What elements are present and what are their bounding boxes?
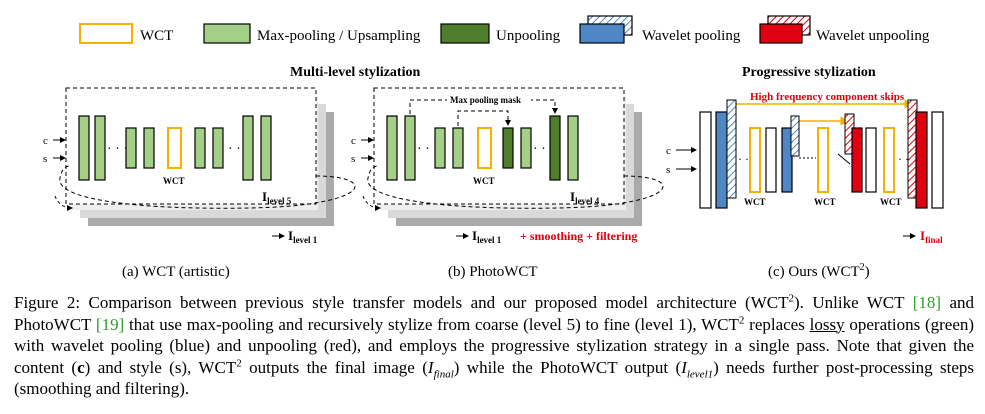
encoder-block xyxy=(125,127,137,169)
legend: WCT Max-pooling / Upsampling Unpooling W… xyxy=(79,15,930,44)
legend-wavelet-unpool-swatch xyxy=(759,23,803,44)
svg-text:Ifinal: Ifinal xyxy=(920,228,943,245)
svg-text:Ilevel 1: Ilevel 1 xyxy=(472,228,502,245)
input-s: s xyxy=(351,153,355,165)
svg-text:Ilevel 1: Ilevel 1 xyxy=(288,228,318,245)
progressive-title: Progressive stylization xyxy=(742,65,876,80)
input-c: c xyxy=(351,135,356,147)
encoder-block xyxy=(765,127,777,193)
panel-wct: c s · · · · · · WCT Ilevel 5 Ilevel 1 (a… xyxy=(43,87,356,280)
post-processing-label: + smoothing + filtering xyxy=(520,229,637,243)
citation-18[interactable]: [18] xyxy=(912,293,942,312)
pooling-mask-link xyxy=(457,110,511,126)
subcaption-b: (b) PhotoWCT xyxy=(448,264,538,280)
input-s: s xyxy=(666,164,670,176)
wct-label: WCT xyxy=(473,176,495,186)
legend-unpool-label: Unpooling xyxy=(496,28,561,44)
figure-caption: Figure 2: Comparison between previous st… xyxy=(14,292,975,398)
legend-wct-swatch xyxy=(79,23,133,44)
decoder-block xyxy=(931,111,944,209)
unpool-block xyxy=(549,115,561,181)
subcaption-a: (a) WCT (artistic) xyxy=(122,264,230,280)
input-c: c xyxy=(666,145,671,157)
panel-photowct: c s Max pooling mask · · · · · · WCT Ile… xyxy=(351,87,664,280)
legend-wct-label: WCT xyxy=(140,28,173,44)
wavelet-unpool-block xyxy=(851,127,863,193)
decoder-block xyxy=(260,115,272,181)
wct-label: WCT xyxy=(163,176,185,186)
unpool-block xyxy=(502,127,514,169)
hf-skip-label: High frequency component skips xyxy=(750,91,905,103)
decoder-block xyxy=(567,115,579,181)
recursion-arrow xyxy=(59,165,356,209)
legend-maxpool-label: Max-pooling / Upsampling xyxy=(257,28,421,44)
encoder-block xyxy=(699,111,712,209)
mask-label: Max pooling mask xyxy=(450,95,521,105)
encoder-block xyxy=(78,115,90,181)
encoder-block xyxy=(143,127,155,169)
legend-wavelet-unpool-label: Wavelet unpooling xyxy=(816,28,930,44)
subcaption-c: (c) Ours (WCT2) xyxy=(768,262,870,280)
wavelet-pool-hatch xyxy=(726,99,737,199)
wavelet-pool-hatch xyxy=(790,115,800,157)
input-s: s xyxy=(43,153,47,165)
stack-frame xyxy=(65,87,317,205)
recursion-arrow xyxy=(367,165,664,209)
svg-text:· · ·: · · · xyxy=(417,142,438,157)
encoder-block xyxy=(386,115,398,181)
svg-text:· · ·: · · · xyxy=(533,142,554,157)
wct-label: WCT xyxy=(880,197,902,207)
citation-19[interactable]: [19] xyxy=(95,314,125,334)
input-c: c xyxy=(43,135,48,147)
encoder-block xyxy=(452,127,464,169)
multi-level-title: Multi-level stylization xyxy=(290,65,420,80)
stack-frame xyxy=(373,87,625,205)
architecture-figure: WCT Max-pooling / Upsampling Unpooling W… xyxy=(43,15,944,280)
wavelet-unpool-block xyxy=(915,111,928,209)
svg-text:Ilevel 4: Ilevel 4 xyxy=(570,189,600,206)
wct-label: WCT xyxy=(744,197,766,207)
decoder-block xyxy=(242,115,254,181)
legend-wavelet-pool-label: Wavelet pooling xyxy=(642,28,741,44)
svg-text:· · ·: · · · xyxy=(107,142,128,157)
legend-maxpool-swatch xyxy=(203,23,251,44)
decoder-block xyxy=(212,127,224,169)
svg-text:Ilevel 5: Ilevel 5 xyxy=(262,189,292,206)
wct-block xyxy=(749,127,761,193)
wct-block xyxy=(167,127,182,169)
wct-label: WCT xyxy=(814,197,836,207)
decoder-block xyxy=(865,127,877,193)
encoder-block xyxy=(404,115,416,181)
encoder-block xyxy=(781,127,793,193)
legend-wavelet-pool-swatch xyxy=(579,23,625,44)
encoder-block xyxy=(434,127,446,169)
encoder-block xyxy=(715,111,728,209)
panel-ours: c s High frequency component skips · · ·… xyxy=(666,91,944,280)
decoder-block xyxy=(520,127,532,169)
wct-block xyxy=(883,127,895,193)
lossy-term: lossy xyxy=(809,314,845,334)
wct-block xyxy=(817,127,829,193)
decoder-block xyxy=(194,127,206,169)
legend-unpool-swatch xyxy=(440,23,490,44)
encoder-block xyxy=(94,115,106,181)
wct-block xyxy=(477,127,492,169)
